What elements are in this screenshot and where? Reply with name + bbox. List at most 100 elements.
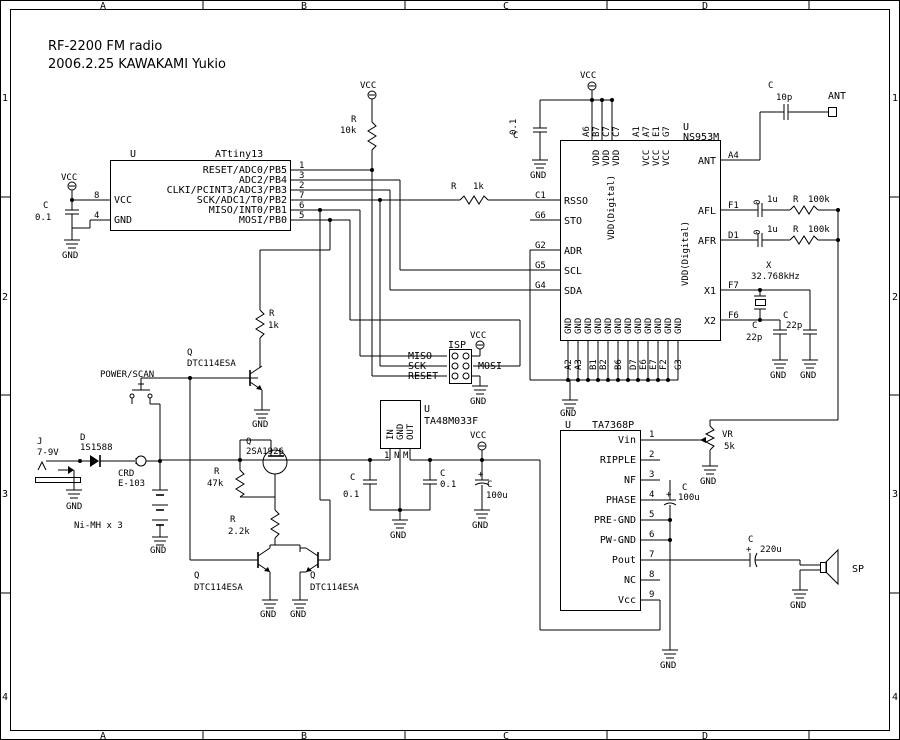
- q-pnp-2sa1926: Q 2SA1926 R 47k R 2.2k: [207, 437, 288, 545]
- res-afl-value: 100k: [808, 195, 830, 205]
- speaker-section: + C 220u SP GND: [746, 535, 864, 611]
- reg-part: TA48M033F: [424, 416, 478, 427]
- res-ref-rsso: R: [451, 182, 457, 192]
- ns953-pin-e7: E7: [649, 359, 659, 370]
- res-47k-value: 47k: [207, 479, 224, 489]
- ant-label: ANT: [828, 91, 846, 102]
- gnd-label-qbr: GND: [290, 610, 306, 620]
- ns953-pin-a4: A4: [728, 151, 739, 161]
- power-input: J 7-9V GND D 1S1588 CRD E-103: [35, 370, 168, 556]
- cap-ref-reg-out: C: [440, 469, 445, 479]
- vcc-label-reg: VCC: [470, 431, 486, 441]
- ns953-pin-d7: D7: [629, 359, 639, 370]
- q-pnp-part: 2SA1926: [246, 447, 284, 457]
- ta7368p-ic: U TA7368P Vin RIPPLE NF PHASE PRE-GND PW…: [482, 420, 750, 671]
- ns953-pin-b2: B2: [599, 359, 609, 370]
- isp-mosi: MOSI: [478, 361, 502, 372]
- ns953-gnd-3: GND: [584, 318, 594, 334]
- attiny-part: ATtiny13: [215, 149, 263, 160]
- vcc-label-reset: VCC: [360, 81, 376, 91]
- diode-part: 1S1588: [80, 443, 113, 453]
- ns953-pin-b1: B1: [589, 359, 599, 370]
- ns953-pin-a3: A3: [574, 359, 584, 370]
- cap-ns-value: 0.1: [509, 119, 519, 135]
- cap-ref-ns: C: [513, 131, 518, 141]
- ns953-gnd-6: GND: [614, 318, 624, 334]
- ns953-top-e1: E1: [652, 126, 662, 137]
- ta7368-vcc: Vcc: [618, 595, 636, 606]
- frame-col-b-bottom: B: [301, 731, 307, 740]
- ns953-vdd-digital-right: VDD(Digital): [681, 221, 691, 286]
- ns953m-ic: U NS953M A6 B7 C7 C7 A1 A7 E1 G7 VDD VDD…: [530, 122, 760, 419]
- ta7368-nc: NC: [624, 575, 636, 586]
- gnd-label-qtop: GND: [252, 420, 268, 430]
- frame-col-c-bottom: C: [503, 731, 509, 740]
- res-ref-base: R: [269, 309, 275, 319]
- ns953-gnd-9: GND: [644, 318, 654, 334]
- attiny-pinnum-6: 6: [299, 201, 304, 211]
- cap-afr-zero: 0: [753, 230, 763, 235]
- ns953-vdd-3: VDD: [612, 150, 622, 166]
- ns953-top-b7: B7: [592, 126, 602, 137]
- q-bot-r-part: DTC114ESA: [310, 583, 359, 593]
- gnd-label-x2: GND: [770, 371, 786, 381]
- ns953-pin-g3: G3: [674, 359, 684, 370]
- res-ref-10k: R: [351, 115, 357, 125]
- ta7368-pregnd: PRE-GND: [594, 515, 636, 526]
- cap-vcc-value: 100u: [486, 491, 508, 501]
- ns953-gnd-4: GND: [594, 318, 604, 334]
- ns953-vdd-digital: VDD(Digital): [607, 175, 617, 240]
- ns953-top-a6: A6: [582, 126, 592, 137]
- isp-miso: MISO: [408, 351, 432, 362]
- antenna-section: C 10p ANT: [759, 81, 846, 160]
- gnd-label-spk: GND: [790, 601, 806, 611]
- vcc-cap-plus: +: [478, 470, 484, 480]
- cap-ref-vcc: C: [487, 480, 492, 490]
- attiny-pin-pb4: ADC2/PB4: [239, 175, 287, 186]
- ta7368-vin: Vin: [618, 435, 636, 446]
- ns953-vdd-1: VDD: [592, 150, 602, 166]
- attiny-pinnum-3: 3: [299, 171, 304, 181]
- q-top-part: DTC114ESA: [187, 359, 236, 369]
- ns953-pin-c1: C1: [535, 191, 546, 201]
- reg-ref: U: [424, 404, 430, 415]
- cap-ref-x2: C: [752, 321, 757, 331]
- gnd-label-vr: GND: [700, 477, 716, 487]
- ns953-adr: ADR: [564, 246, 583, 257]
- frame-row-1-right: 1: [892, 93, 898, 104]
- gnd-label-ta7368: GND: [660, 661, 676, 671]
- attiny-pin-pb1: MISO/INT0/PB1: [209, 205, 287, 216]
- ta7368-pin5: 5: [649, 510, 654, 520]
- cap-ref-ant: C: [768, 81, 773, 91]
- attiny-pinnum-8: 8: [94, 191, 99, 201]
- ns953-rsso: RSSO: [564, 196, 588, 207]
- q-bot-l-part: DTC114ESA: [194, 583, 243, 593]
- res-base-value: 1k: [268, 321, 279, 331]
- ta7368-nf: NF: [624, 475, 636, 486]
- reg-bpin-m: M: [403, 451, 409, 461]
- ns953-vcc-1: VCC: [642, 150, 652, 166]
- attiny-pinnum-4: 4: [94, 211, 99, 221]
- ta7368-pin3: 3: [649, 470, 654, 480]
- vcc-label-ns953: VCC: [580, 71, 596, 81]
- jack-ref: J: [37, 437, 42, 447]
- frame-col-d-bottom: D: [702, 731, 708, 740]
- cap-reg-out-value: 0.1: [440, 480, 456, 490]
- ta7368-pin1: 1: [649, 430, 654, 440]
- vr-ref: VR: [722, 430, 733, 440]
- attiny-pin-vcc: VCC: [114, 195, 132, 206]
- ns953-gnd-1: GND: [564, 318, 574, 334]
- res-10k-value: 10k: [340, 126, 357, 136]
- reg-bpin-n: N: [394, 451, 399, 461]
- attiny13-ic: U ATtiny13 RESET/ADC0/PB5 ADC2/PB4 CLKI/…: [90, 149, 460, 231]
- ta7368-part: TA7368P: [592, 420, 634, 431]
- ns953-top-a7: A7: [642, 126, 652, 137]
- cap-ref-reg-in: C: [350, 473, 355, 483]
- ns953-part: NS953M: [683, 132, 719, 143]
- cap-x2-value: 22p: [746, 333, 762, 343]
- volume-pot: GND VR 5k: [700, 419, 838, 487]
- cap-ant-value: 10p: [776, 93, 792, 103]
- ns953-afr: AFR: [698, 236, 717, 247]
- title-line2: 2006.2.25 KAWAKAMI Yukio: [48, 57, 226, 72]
- q-bot-r-ref: Q: [310, 571, 315, 581]
